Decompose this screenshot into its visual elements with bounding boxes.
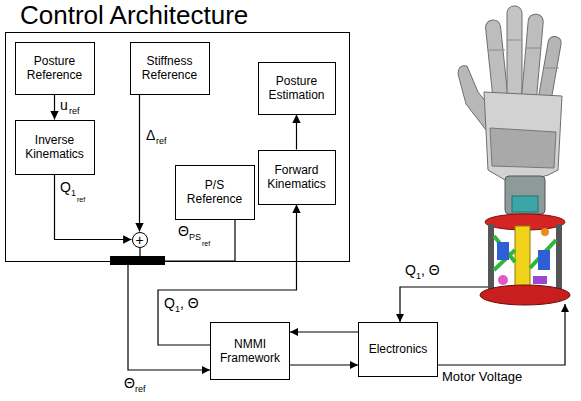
signal-label: , Θ bbox=[180, 296, 199, 310]
process-box: NMMI Framework bbox=[210, 322, 290, 380]
signal-arrow bbox=[55, 175, 132, 240]
sum-to-bar-wire bbox=[139, 248, 140, 257]
prosthetic-hand bbox=[458, 6, 570, 305]
signal-arrow bbox=[139, 95, 140, 232]
node-label: Inverse Kinematics bbox=[19, 133, 91, 162]
process-box: Posture Estimation bbox=[258, 62, 336, 115]
signal-label: ref bbox=[77, 196, 85, 203]
node-label: Electronics bbox=[369, 342, 428, 356]
signal-label: ref bbox=[69, 107, 80, 116]
process-box: Inverse Kinematics bbox=[15, 120, 95, 175]
process-box: Stiffness Reference bbox=[130, 42, 210, 95]
signal-label: ref bbox=[202, 240, 210, 247]
architecture-frame: Control ArchitecturePosture ReferenceSti… bbox=[5, 32, 350, 262]
ps-to-bar-wire bbox=[165, 220, 235, 261]
signal-label: Q bbox=[164, 296, 175, 310]
motor-voltage-wire bbox=[438, 304, 565, 365]
sum-junction: + bbox=[132, 232, 148, 248]
signal-label: 1 bbox=[175, 305, 180, 314]
signal-label: Θ bbox=[178, 224, 189, 238]
node-label: Posture Reference bbox=[19, 54, 91, 83]
signal-label: Q bbox=[60, 180, 71, 194]
signal-label: ref bbox=[156, 137, 167, 146]
signal-label: Q bbox=[405, 263, 416, 277]
signal-label: Δ bbox=[146, 128, 155, 142]
process-box: Electronics bbox=[358, 322, 438, 377]
signal-label: Motor Voltage bbox=[442, 370, 522, 383]
signal-label: PS bbox=[189, 233, 201, 242]
theta-ref-wire bbox=[128, 265, 210, 370]
signal-label: 1 bbox=[416, 272, 421, 281]
signal-label: 1 bbox=[71, 189, 76, 198]
signal-label: , Θ bbox=[421, 263, 440, 277]
signal-arrow bbox=[290, 331, 358, 332]
node-label: P/S Reference bbox=[179, 178, 251, 207]
node-label: Forward Kinematics bbox=[262, 163, 332, 192]
frame-title: Control Architecture bbox=[20, 0, 248, 31]
signal-label: Θ bbox=[124, 376, 135, 390]
node-label: + bbox=[135, 233, 143, 247]
process-box: Forward Kinematics bbox=[258, 150, 336, 205]
process-box: Posture Reference bbox=[15, 42, 95, 95]
signal-arrow bbox=[296, 115, 297, 150]
mux-bar bbox=[110, 256, 165, 265]
feedback-wire bbox=[400, 287, 492, 322]
node-label: Posture Estimation bbox=[262, 74, 332, 103]
signal-label: u bbox=[60, 98, 68, 112]
signal-label: ref bbox=[135, 385, 146, 394]
node-label: Stiffness Reference bbox=[134, 54, 206, 83]
process-box: P/S Reference bbox=[175, 165, 255, 220]
node-label: NMMI Framework bbox=[214, 337, 286, 366]
signal-arrow bbox=[290, 364, 358, 365]
signal-arrow bbox=[54, 95, 55, 120]
